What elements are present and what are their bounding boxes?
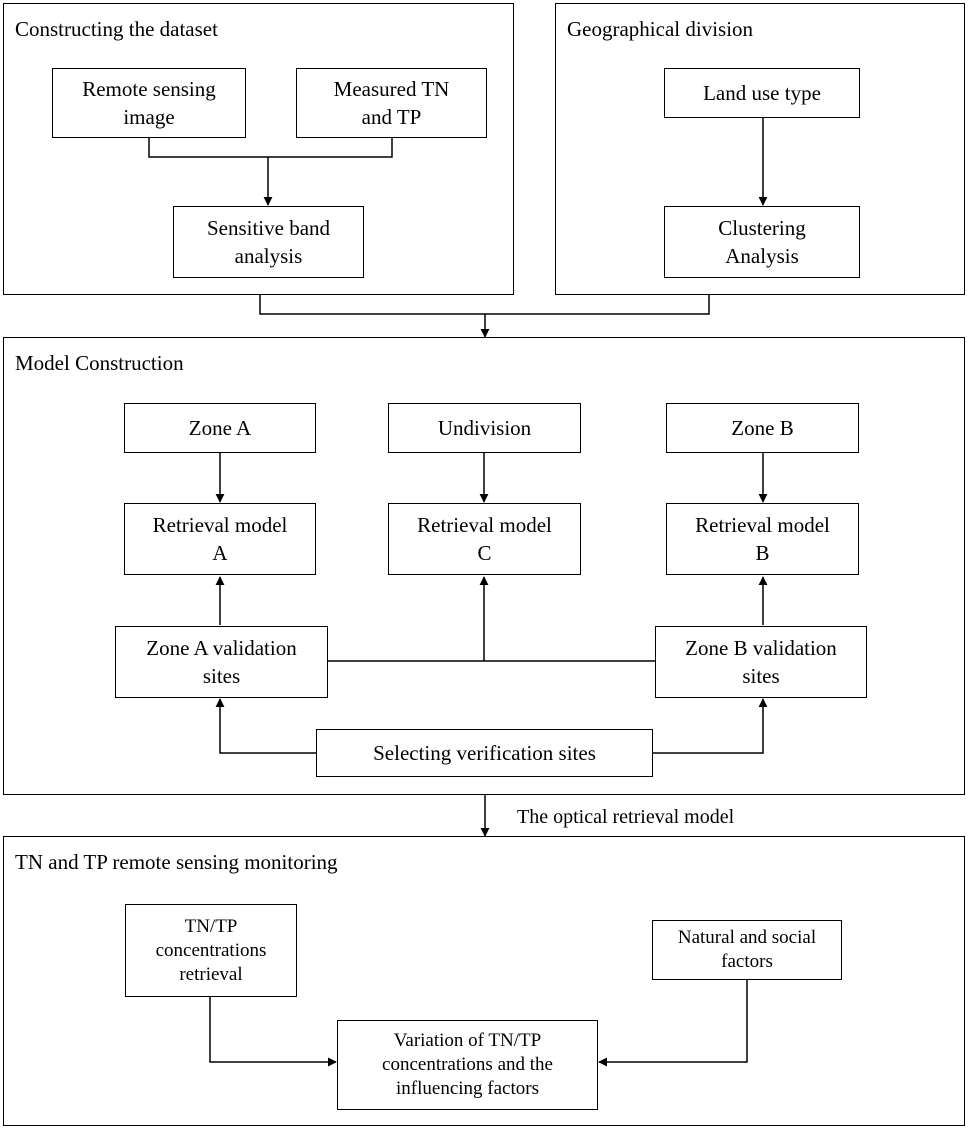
arrow-factors-to-variation [598,980,748,1067]
node-label: Retrieval model A [152,513,288,565]
node-label: Variation of TN/TP concentrations and th… [382,1030,553,1099]
node-retrieval-model-b: Retrieval model B [666,503,859,575]
node-land-use-type: Land use type [664,68,860,118]
panel-geographical-division: Geographical division [555,3,965,295]
connector-inputs-merge [148,138,393,158]
node-label: Land use type [703,81,821,105]
arrow-selecting-to-validation-b [653,698,768,754]
panel-title: Geographical division [567,17,754,41]
node-zone-a: Zone A [124,403,316,453]
node-label: Retrieval model B [695,513,830,565]
node-label: Zone A [188,416,252,440]
node-label: Sensitive band analysis [206,216,331,268]
node-zone-b: Zone B [666,403,859,453]
node-natural-social-factors: Natural and social factors [652,920,842,980]
node-undivision: Undivision [388,403,581,453]
panel-title: Model Construction [15,351,184,375]
node-zone-b-validation-sites: Zone B validation sites [655,626,867,698]
node-retrieval-model-c: Retrieval model C [388,503,581,575]
node-label: Selecting verification sites [373,741,596,765]
edge-label-optical-model: The optical retrieval model [517,806,735,828]
connector-panels-merge [259,295,710,315]
arrow-retrieval-to-variation [209,997,337,1067]
node-label: Zone B validation sites [685,636,837,688]
panel-monitoring: TN and TP remote sensing monitoring [3,836,965,1126]
node-remote-sensing-image: Remote sensing image [52,68,246,138]
node-label: Remote sensing image [82,77,216,129]
node-label: Measured TN and TP [333,77,450,129]
node-sensitive-band-analysis: Sensitive band analysis [173,206,364,278]
node-retrieval-model-a: Retrieval model A [124,503,316,575]
node-label: Zone B [731,416,794,440]
node-label: Clustering Analysis [718,216,806,268]
node-label: Undivision [437,416,532,440]
node-variation-concentrations: Variation of TN/TP concentrations and th… [337,1020,598,1110]
node-label: Natural and social factors [677,927,817,972]
panel-title: TN and TP remote sensing monitoring [15,850,338,874]
node-label: TN/TP concentrations retrieval [155,915,267,985]
panel-constructing-dataset: Constructing the dataset [3,3,514,295]
arrow-selecting-to-validation-a [215,698,316,754]
node-label: Zone A validation sites [146,636,297,688]
node-measured-tn-tp: Measured TN and TP [296,68,487,138]
node-concentrations-retrieval: TN/TP concentrations retrieval [125,904,297,997]
node-selecting-verification-sites: Selecting verification sites [316,729,653,777]
node-label: Retrieval model C [417,513,552,565]
node-clustering-analysis: Clustering Analysis [664,206,860,278]
panel-model-construction: Model Construction [3,337,965,795]
node-zone-a-validation-sites: Zone A validation sites [115,626,328,698]
panel-title: Constructing the dataset [15,17,218,41]
